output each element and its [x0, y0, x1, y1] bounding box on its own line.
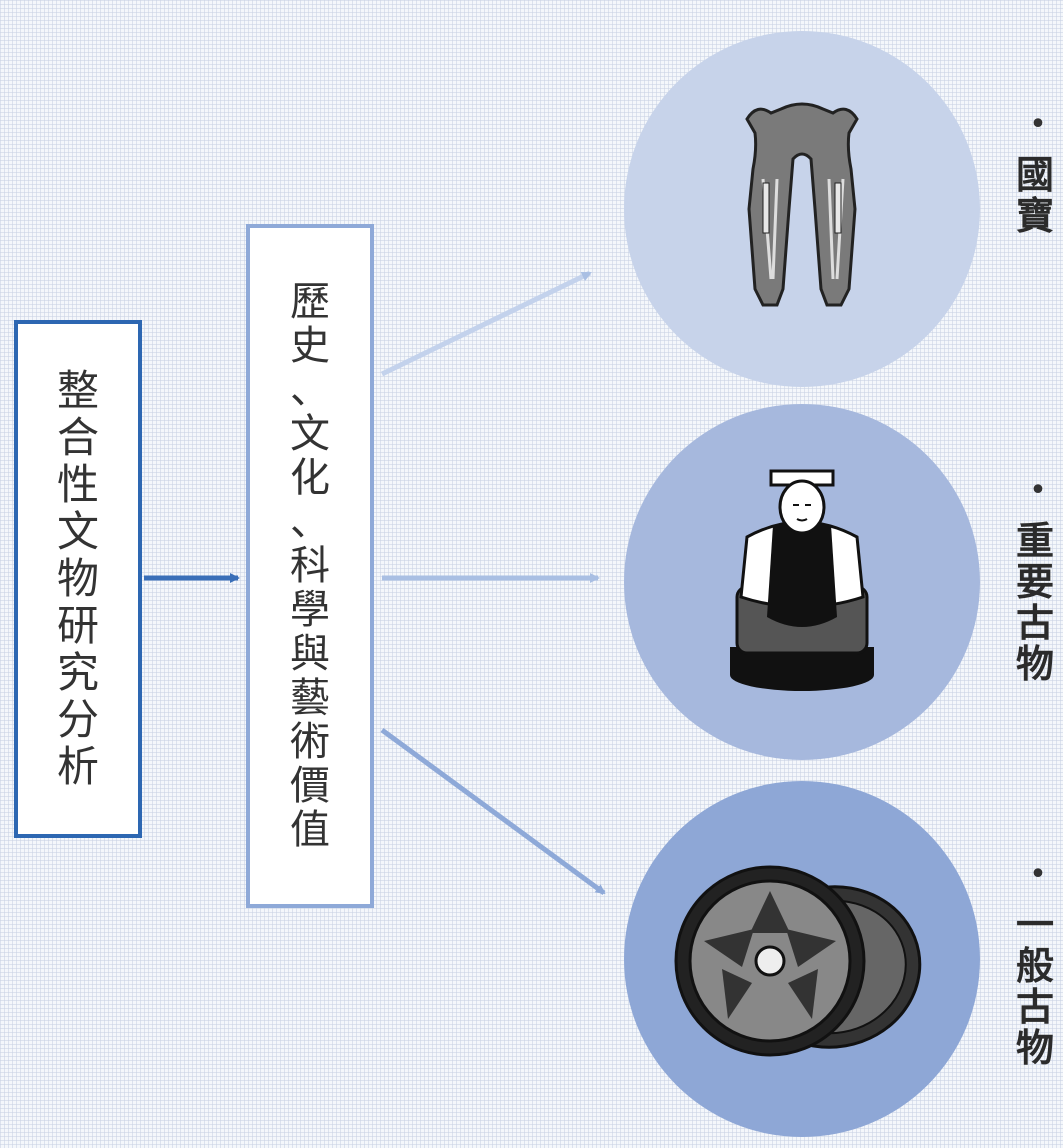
- text-char: 古: [1016, 984, 1055, 1030]
- bullet-icon: •: [1029, 857, 1047, 892]
- arrow-to-category-1: [380, 270, 592, 377]
- category-label: 重要古物: [1016, 520, 1060, 684]
- category-national-treasure: • 國寶: [1016, 107, 1060, 237]
- text-char: 化: [290, 455, 330, 501]
- text-char: 術: [290, 719, 330, 765]
- category-circle-national-treasure: [624, 31, 980, 387]
- category-label: 一般古物: [1016, 904, 1060, 1068]
- text-char: 科: [290, 543, 330, 589]
- text-char: 、: [290, 367, 330, 413]
- values-label: 歷史、文化、科學與藝術價值: [290, 278, 330, 854]
- text-char: 物: [1016, 1025, 1055, 1071]
- text-char: 般: [1016, 943, 1055, 989]
- bullet-icon: •: [1029, 473, 1047, 508]
- text-char: 國: [1016, 152, 1055, 197]
- text-char: 寶: [1016, 193, 1055, 239]
- text-char: 要: [1016, 559, 1055, 605]
- text-char: 物: [1016, 641, 1055, 687]
- category-important-antiquity: • 重要古物: [1016, 473, 1060, 685]
- bullet-icon: •: [1029, 107, 1047, 142]
- values-box: 歷史、文化、科學與藝術價值: [246, 224, 374, 908]
- text-char: 重: [1016, 518, 1055, 563]
- text-char: 值: [290, 807, 330, 853]
- integrated-research-box: 整合性文物研究分析: [14, 320, 142, 838]
- text-char: 歷: [290, 279, 330, 325]
- integrated-research-label: 整合性文物研究分析: [57, 365, 99, 793]
- text-char: 一: [1016, 902, 1055, 947]
- text-char: 價: [290, 763, 330, 809]
- ceremonial-bronze-icon: [745, 102, 859, 307]
- text-char: 分: [56, 695, 99, 744]
- film-reels-icon: [674, 865, 922, 1057]
- text-char: 究: [56, 648, 99, 697]
- text-char: 文: [56, 507, 99, 556]
- seated-statue-icon: [730, 469, 874, 691]
- text-char: 藝: [290, 675, 330, 721]
- text-char: 古: [1016, 600, 1055, 646]
- text-char: 學: [290, 587, 330, 633]
- text-char: 研: [56, 601, 99, 650]
- text-char: 文: [290, 411, 330, 457]
- text-char: 物: [56, 554, 99, 603]
- text-char: 史: [290, 323, 330, 369]
- category-circle-general-antiquity: [624, 781, 980, 1137]
- text-char: 合: [56, 413, 99, 462]
- category-general-antiquity: • 一般古物: [1016, 857, 1060, 1069]
- text-char: 整: [56, 366, 99, 415]
- arrow-to-category-3: [380, 727, 606, 896]
- category-circle-important-antiquity: [624, 404, 980, 760]
- text-char: 與: [290, 631, 330, 677]
- text-char: 析: [56, 742, 99, 791]
- category-label: 國寶: [1016, 154, 1060, 236]
- text-char: 性: [56, 460, 99, 509]
- text-char: 、: [290, 499, 330, 545]
